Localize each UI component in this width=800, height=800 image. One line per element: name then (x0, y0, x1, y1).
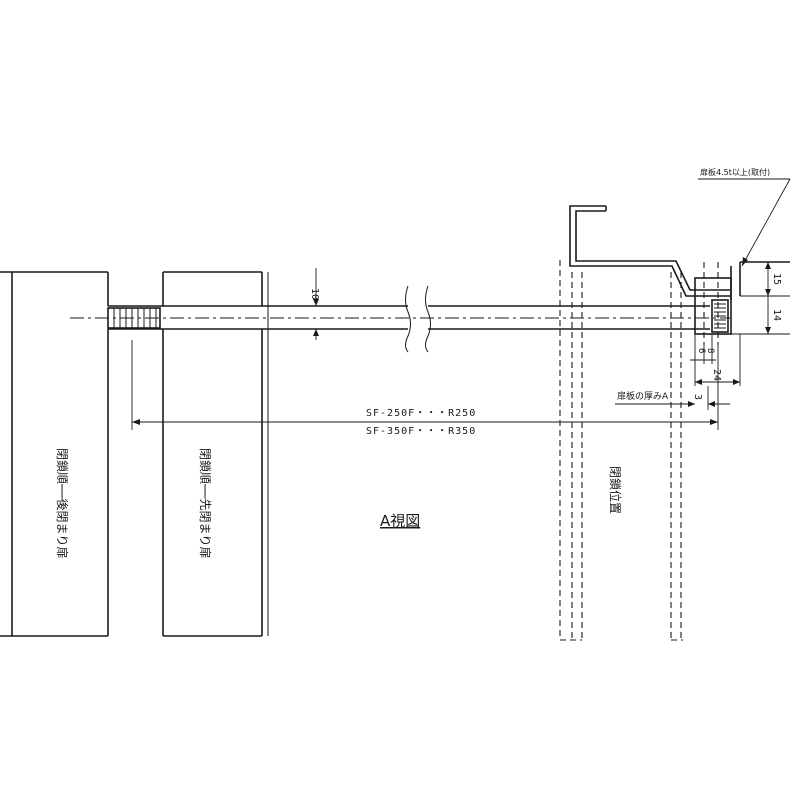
left-door-label: 閉鎖順──後閉まり扉 (55, 448, 70, 558)
dim-label-3: 3 (692, 394, 703, 400)
left-door-panel (0, 271, 109, 637)
dim-label-10: 10 (309, 288, 320, 300)
dim-label-14: 14 (771, 309, 782, 321)
right-dimensions (731, 262, 790, 335)
model-label-350: SF-350F・・・R350 (366, 426, 476, 437)
thickness-note-leader (698, 178, 791, 267)
thickness-note: 扉板4.5t以上(取付) (700, 167, 770, 177)
dim-label-6: 6 (696, 348, 706, 353)
model-label-250: SF-250F・・・R250 (366, 408, 476, 419)
door-thickness-label: 扉板の厚みA (617, 390, 669, 402)
threaded-end (107, 307, 161, 329)
dim-label-24: 24 (711, 369, 722, 381)
middle-door-label: 閉鎖順──先閉まり扉 (198, 448, 213, 558)
dim-label-15: 15 (771, 273, 782, 285)
view-a-label: A視図 (380, 512, 420, 530)
frame-hidden-lines (559, 260, 683, 641)
door-thickness-dimension (615, 386, 730, 410)
latch-mechanism (694, 261, 790, 345)
latch-bottom-dimensions (690, 334, 741, 386)
middle-door-panel (162, 271, 269, 637)
lock-position-label: 閉鎖位置 (608, 466, 623, 514)
frame-bracket (569, 205, 730, 297)
dimension-10 (313, 268, 319, 340)
overall-length-dimension (131, 340, 719, 430)
dim-label-8: 8 (705, 348, 715, 353)
rod (70, 285, 730, 353)
